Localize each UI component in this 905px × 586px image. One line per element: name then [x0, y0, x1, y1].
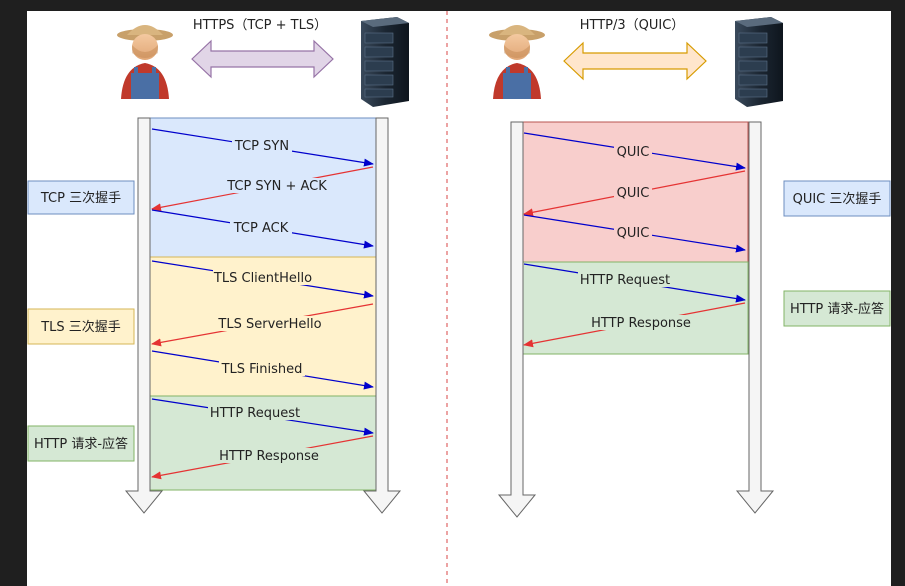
right-client-lifeline [497, 121, 537, 518]
left-message-arrow: TCP ACK [151, 209, 374, 249]
left-messages: TCP SYN TCP SYN + ACK TCP ACK TLS Client… [151, 128, 374, 480]
right-message-arrow: QUIC [523, 214, 746, 253]
left-message-label: HTTP Request [210, 406, 300, 421]
left-phase-label-tcp: TCP 三次握手 [27, 180, 135, 215]
right-protocol-label: HTTP/3（QUIC） [580, 18, 685, 33]
left-message-arrow: TCP SYN [151, 128, 374, 167]
left-client-lifeline [124, 117, 164, 514]
right-message-arrow: HTTP Request [523, 263, 746, 303]
left-message-arrow: HTTP Response [151, 435, 374, 480]
left-client-farmer-icon [117, 25, 173, 99]
sequence-diagram: HTTPS（TCP + TLS） HTTP/3（QUIC） [27, 11, 891, 586]
right-message-arrow: QUIC [523, 132, 746, 171]
left-message-label: TCP SYN [234, 139, 289, 154]
right-message-label: QUIC [617, 145, 650, 160]
left-server-rack-icon [361, 17, 409, 107]
svg-text:HTTP 请求-应答: HTTP 请求-应答 [34, 436, 128, 452]
left-protocol-label: HTTPS（TCP + TLS） [193, 18, 327, 33]
right-message-label: QUIC [617, 226, 650, 241]
left-message-label: TCP SYN + ACK [226, 179, 327, 194]
right-protocol-double-arrow [563, 41, 707, 81]
left-message-label: TLS ClientHello [213, 271, 312, 286]
diagram-canvas: HTTPS（TCP + TLS） HTTP/3（QUIC） [27, 11, 891, 586]
left-message-label: TLS Finished [221, 362, 303, 377]
left-message-label: TCP ACK [233, 221, 289, 236]
right-phase-label-quic: QUIC 三次握手 [783, 180, 891, 217]
left-message-label: HTTP Response [219, 449, 319, 464]
left-phase-label-tls: TLS 三次握手 [27, 308, 135, 345]
left-phase-label-http: HTTP 请求-应答 [27, 425, 135, 462]
svg-text:HTTP 请求-应答: HTTP 请求-应答 [790, 301, 884, 317]
svg-text:TLS 三次握手: TLS 三次握手 [40, 319, 121, 335]
svg-text:QUIC 三次握手: QUIC 三次握手 [793, 191, 882, 207]
right-client-farmer-icon [489, 25, 545, 99]
svg-text:TCP 三次握手: TCP 三次握手 [40, 190, 121, 206]
right-messages: QUIC QUIC QUIC HTTP Request HTTP Respons… [523, 132, 746, 348]
right-phase-label-http: HTTP 请求-应答 [783, 290, 891, 327]
right-message-arrow: HTTP Response [523, 302, 746, 348]
right-server-rack-icon [735, 17, 783, 107]
right-message-label: QUIC [617, 186, 650, 201]
left-protocol-double-arrow [191, 39, 334, 79]
left-message-arrow: TCP SYN + ACK [151, 166, 374, 212]
right-message-label: HTTP Response [591, 316, 691, 331]
left-message-label: TLS ServerHello [217, 317, 321, 332]
left-server-lifeline [362, 117, 402, 514]
right-message-label: HTTP Request [580, 273, 670, 288]
left-message-arrow: TLS ClientHello [151, 260, 374, 299]
left-message-arrow: TLS Finished [151, 350, 374, 390]
left-message-arrow: HTTP Request [151, 398, 374, 436]
left-message-arrow: TLS ServerHello [151, 303, 374, 347]
right-message-arrow: QUIC [523, 170, 746, 217]
right-server-lifeline [735, 121, 775, 514]
